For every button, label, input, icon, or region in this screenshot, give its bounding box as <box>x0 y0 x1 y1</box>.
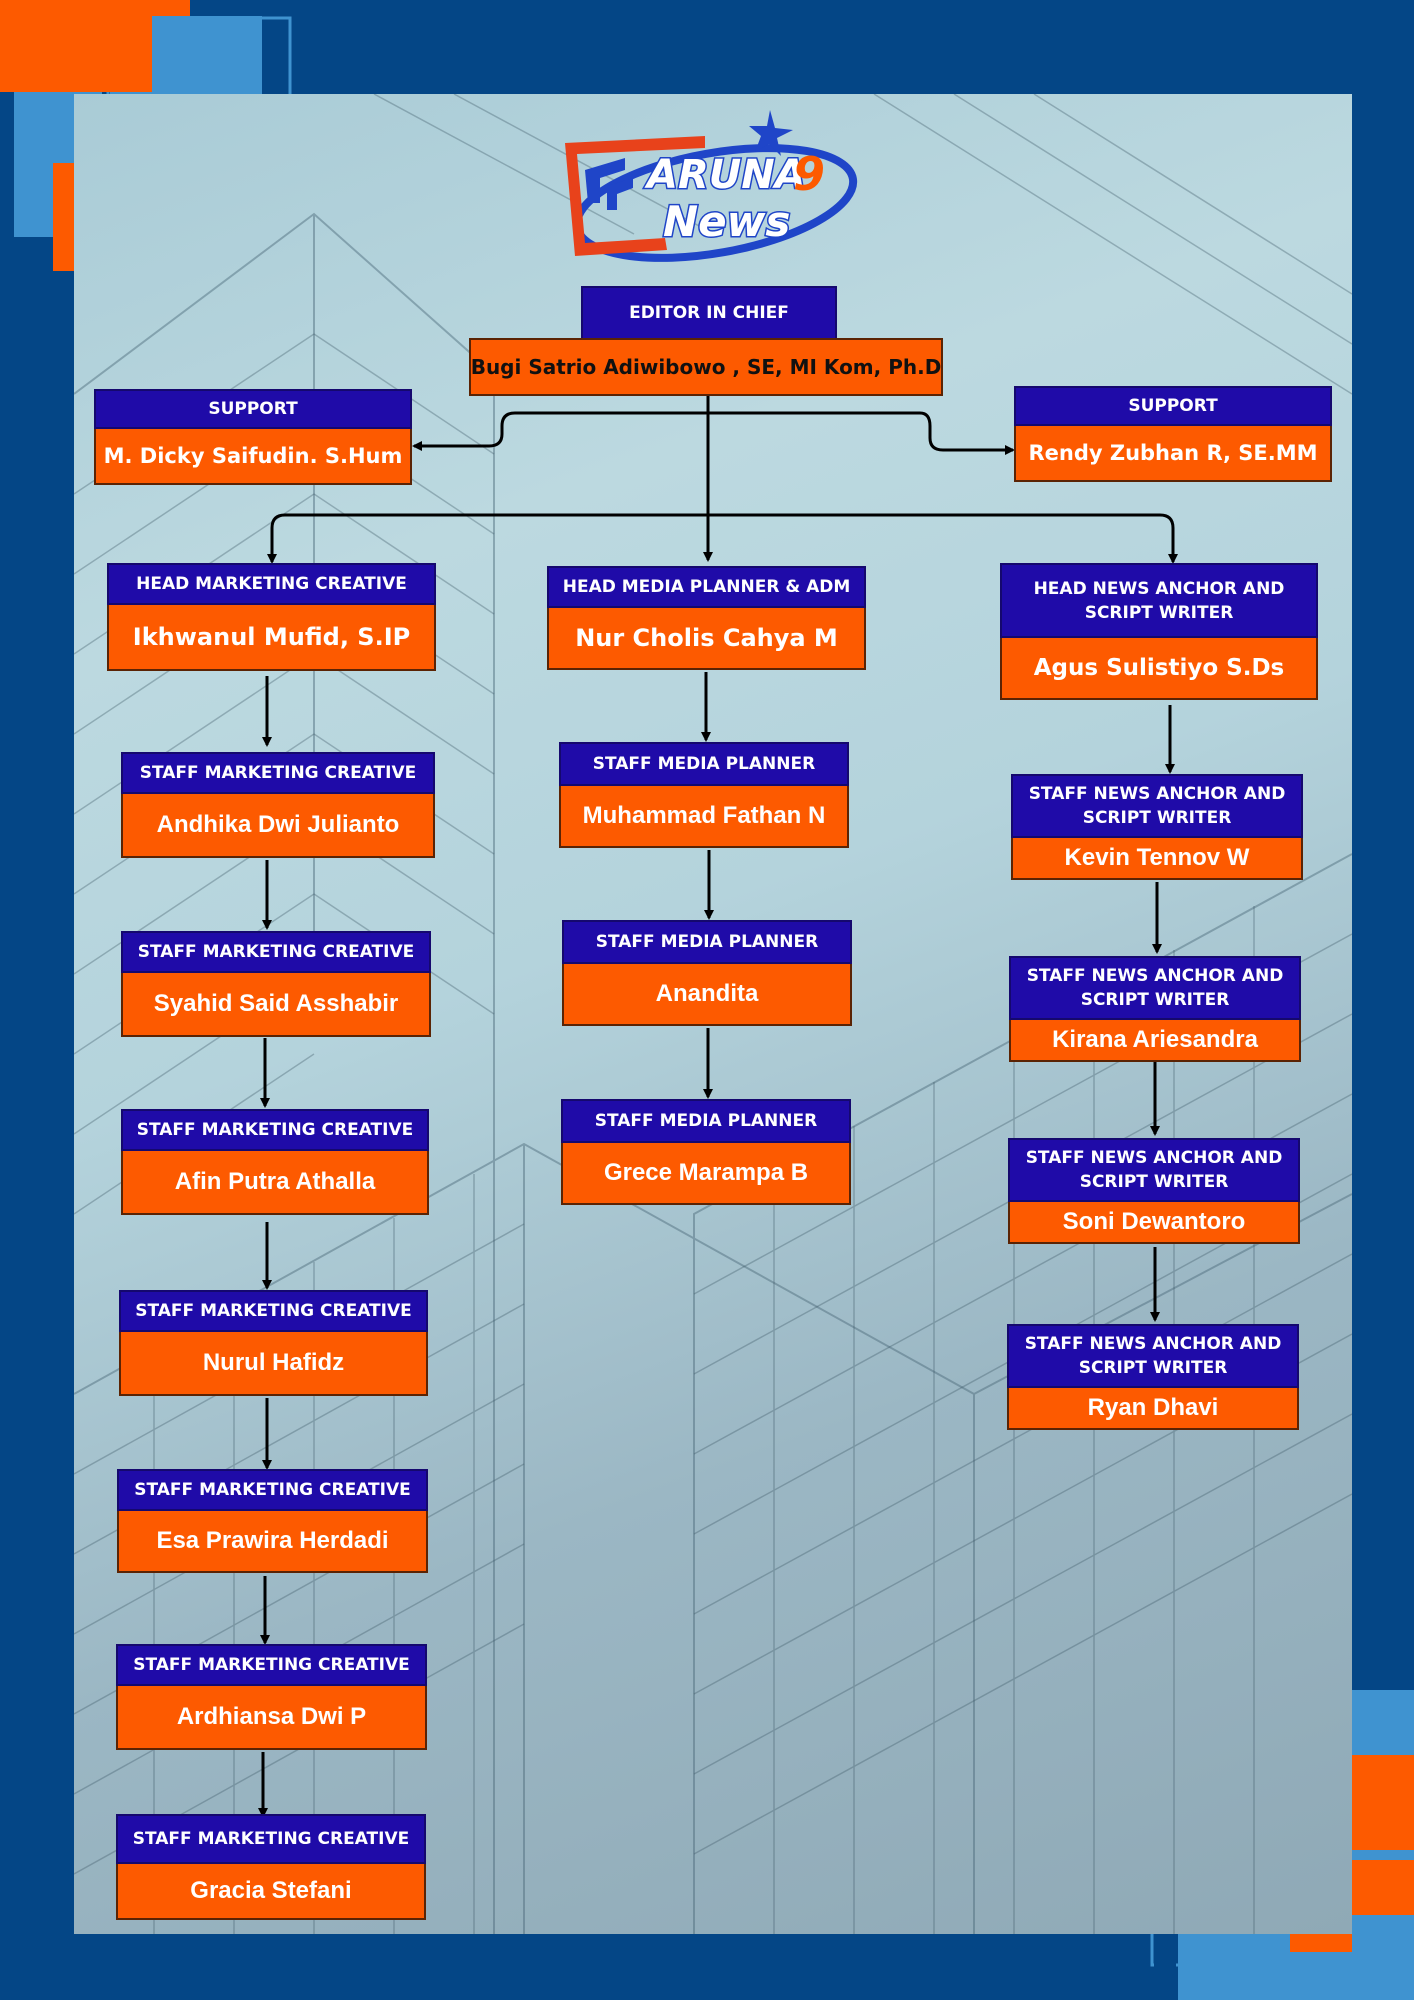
role-title: STAFF MEDIA PLANNER <box>562 920 852 964</box>
role-title: STAFF MARKETING CREATIVE <box>116 1814 426 1864</box>
role-title: STAFF MARKETING CREATIVE <box>119 1290 428 1332</box>
role-title: SUPPORT <box>1014 386 1332 426</box>
logo-text-news: News <box>663 197 790 246</box>
role-title-line-1: STAFF NEWS ANCHOR AND <box>1025 1148 1283 1168</box>
editor-in-chief-box: EDITOR IN CHIEF <box>578 286 837 340</box>
aruna9-news-logo: ARUNA 9 News <box>555 108 860 273</box>
staff-marketing-box: STAFF MARKETING CREATIVE Nurul Hafidz <box>119 1290 428 1396</box>
staff-news-anchor-box: STAFF NEWS ANCHOR AND SCRIPT WRITER Ryan… <box>1007 1324 1299 1430</box>
staff-marketing-box: STAFF MARKETING CREATIVE Syahid Said Ass… <box>121 931 431 1037</box>
person-name: Nurul Hafidz <box>119 1332 428 1396</box>
role-title-line-1: STAFF NEWS ANCHOR AND <box>1026 966 1284 986</box>
role-title: STAFF NEWS ANCHOR AND SCRIPT WRITER <box>1011 774 1303 838</box>
person-name: Ryan Dhavi <box>1007 1388 1299 1430</box>
person-name: Gracia Stefani <box>116 1864 426 1920</box>
role-title: STAFF MARKETING CREATIVE <box>121 752 435 794</box>
staff-marketing-box: STAFF MARKETING CREATIVE Esa Prawira Her… <box>117 1469 428 1573</box>
person-name: Rendy Zubhan R, SE.MM <box>1014 426 1332 482</box>
staff-media-planner-box: STAFF MEDIA PLANNER Anandita <box>562 920 852 1026</box>
logo-text-digit: 9 <box>793 147 825 201</box>
role-title: SUPPORT <box>94 389 412 429</box>
logo-frame <box>565 136 705 256</box>
person-name: Andhika Dwi Julianto <box>121 794 435 858</box>
role-title: STAFF MEDIA PLANNER <box>561 1099 851 1143</box>
role-title-line-2: SCRIPT WRITER <box>1080 990 1230 1010</box>
role-title: STAFF MEDIA PLANNER <box>559 742 849 786</box>
role-title: HEAD MEDIA PLANNER & ADM <box>547 566 866 608</box>
person-name: Afin Putra Athalla <box>121 1151 429 1215</box>
logo-arrow-mark <box>585 158 625 203</box>
person-name: Ardhiansa Dwi P <box>116 1686 427 1750</box>
person-name: Bugi Satrio Adiwibowo , SE, MI Kom, Ph.D <box>469 338 943 396</box>
person-name: Kirana Ariesandra <box>1009 1020 1301 1062</box>
role-title-line-1: STAFF NEWS ANCHOR AND <box>1028 784 1286 804</box>
role-title: STAFF MARKETING CREATIVE <box>116 1644 427 1686</box>
staff-marketing-box: STAFF MARKETING CREATIVE Andhika Dwi Jul… <box>121 752 435 858</box>
editor-in-chief-name-box: Bugi Satrio Adiwibowo , SE, MI Kom, Ph.D <box>469 338 943 396</box>
role-title: HEAD NEWS ANCHOR AND SCRIPT WRITER <box>1000 563 1318 638</box>
role-title: HEAD MARKETING CREATIVE <box>107 563 436 605</box>
role-title-line-2: SCRIPT WRITER <box>1084 602 1234 623</box>
role-title-line-1: HEAD NEWS ANCHOR AND <box>1033 578 1285 599</box>
staff-media-planner-box: STAFF MEDIA PLANNER Grece Marampa B <box>561 1099 851 1205</box>
role-title-line-1: STAFF NEWS ANCHOR AND <box>1024 1334 1282 1354</box>
role-title-line-2: SCRIPT WRITER <box>1082 808 1232 828</box>
logo-text-aruna: ARUNA <box>644 152 806 198</box>
role-title-line-2: SCRIPT WRITER <box>1079 1172 1229 1192</box>
staff-news-anchor-box: STAFF NEWS ANCHOR AND SCRIPT WRITER Kira… <box>1009 956 1301 1062</box>
person-name: M. Dicky Saifudin. S.Hum <box>94 429 412 485</box>
role-title: EDITOR IN CHIEF <box>581 286 837 340</box>
person-name: Muhammad Fathan N <box>559 786 849 848</box>
staff-marketing-box: STAFF MARKETING CREATIVE Afin Putra Atha… <box>121 1109 429 1215</box>
logo-star-icon <box>749 110 793 156</box>
staff-news-anchor-box: STAFF NEWS ANCHOR AND SCRIPT WRITER Soni… <box>1008 1138 1300 1244</box>
role-title: STAFF MARKETING CREATIVE <box>117 1469 428 1511</box>
person-name: Syahid Said Asshabir <box>121 973 431 1037</box>
head-news-anchor-box: HEAD NEWS ANCHOR AND SCRIPT WRITER Agus … <box>1000 563 1318 700</box>
person-name: Ikhwanul Mufid, S.IP <box>107 605 436 671</box>
head-media-planner-box: HEAD MEDIA PLANNER & ADM Nur Cholis Cahy… <box>547 566 866 670</box>
staff-news-anchor-box: STAFF NEWS ANCHOR AND SCRIPT WRITER Kevi… <box>1011 774 1303 880</box>
role-title-line-2: SCRIPT WRITER <box>1078 1358 1228 1378</box>
person-name: Esa Prawira Herdadi <box>117 1511 428 1573</box>
staff-media-planner-box: STAFF MEDIA PLANNER Muhammad Fathan N <box>559 742 849 848</box>
person-name: Kevin Tennov W <box>1011 838 1303 880</box>
role-title: STAFF MARKETING CREATIVE <box>121 1109 429 1151</box>
support-left-box: SUPPORT M. Dicky Saifudin. S.Hum <box>94 389 412 485</box>
person-name: Agus Sulistiyo S.Ds <box>1000 638 1318 700</box>
role-title: STAFF NEWS ANCHOR AND SCRIPT WRITER <box>1008 1138 1300 1202</box>
role-title: STAFF NEWS ANCHOR AND SCRIPT WRITER <box>1009 956 1301 1020</box>
person-name: Nur Cholis Cahya M <box>547 608 866 670</box>
staff-marketing-box: STAFF MARKETING CREATIVE Gracia Stefani <box>116 1814 426 1920</box>
person-name: Grece Marampa B <box>561 1143 851 1205</box>
role-title: STAFF MARKETING CREATIVE <box>121 931 431 973</box>
person-name: Anandita <box>562 964 852 1026</box>
person-name: Soni Dewantoro <box>1008 1202 1300 1244</box>
support-right-box: SUPPORT Rendy Zubhan R, SE.MM <box>1014 386 1332 482</box>
role-title: STAFF NEWS ANCHOR AND SCRIPT WRITER <box>1007 1324 1299 1388</box>
staff-marketing-box: STAFF MARKETING CREATIVE Ardhiansa Dwi P <box>116 1644 427 1750</box>
head-marketing-creative-box: HEAD MARKETING CREATIVE Ikhwanul Mufid, … <box>107 563 436 671</box>
